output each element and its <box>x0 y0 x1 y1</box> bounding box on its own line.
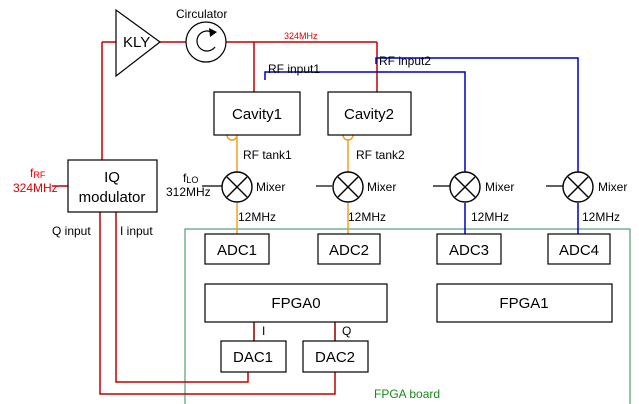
mixer-4 <box>562 171 594 203</box>
f-rf-subscript: RF <box>33 170 45 180</box>
mixer-4-label: Mixer <box>598 180 627 194</box>
adc3-box <box>436 233 502 265</box>
if-label-1: 12MHz <box>238 210 276 224</box>
cavity2-label: Cavity2 <box>344 106 394 123</box>
dac2-box <box>302 340 369 373</box>
adc4-box <box>547 233 611 265</box>
cavity2-box <box>327 91 412 136</box>
mixer-2-label: Mixer <box>367 180 396 194</box>
if-label-4: 12MHz <box>582 210 620 224</box>
fpga0-box <box>204 283 388 323</box>
dac-lines <box>253 322 336 341</box>
if-label-3: 12MHz <box>471 210 509 224</box>
f-lo-symbol: f <box>183 171 187 185</box>
mixer-2 <box>332 171 364 203</box>
fpga1-label: FPGA1 <box>499 295 548 312</box>
q-input-label: Q input <box>52 224 91 238</box>
mixer-1-label: Mixer <box>256 180 285 194</box>
adc2-box <box>317 233 381 265</box>
iq-modulator-box <box>67 159 158 213</box>
drive-lines <box>52 41 378 395</box>
mixer-3-label: Mixer <box>485 180 514 194</box>
fpga-board-outline <box>184 228 631 404</box>
cavity1-label: Cavity1 <box>232 106 282 123</box>
f-rf-value: 324MHz <box>13 181 58 195</box>
adc1-box <box>204 233 270 265</box>
adc1-label: ADC1 <box>217 242 257 259</box>
klystron-amplifier <box>115 8 162 78</box>
dac1-box <box>220 340 287 373</box>
fpga1-box <box>436 283 613 323</box>
iq-modulator-label-line1: IQ <box>104 169 120 186</box>
i-input-label: I input <box>120 224 153 238</box>
f-lo-value: 312MHz <box>166 185 211 199</box>
mixer-3 <box>449 171 481 203</box>
circulator-arrowhead-icon <box>209 28 217 37</box>
adc2-label: ADC2 <box>329 242 369 259</box>
circulator-label: Circulator <box>176 7 227 21</box>
rf-tank1-label: RF tank1 <box>243 148 292 162</box>
i-channel-label: I <box>262 324 265 338</box>
adc4-label: ADC4 <box>559 242 599 259</box>
rf-tank2-label: RF tank2 <box>356 148 405 162</box>
forward-frequency-label: 324MHz <box>284 31 318 41</box>
fpga-board-label: FPGA board <box>374 387 440 401</box>
fpga0-label: FPGA0 <box>271 295 320 312</box>
iq-modulator-label-line2: modulator <box>79 189 146 206</box>
f-lo-subscript: LO <box>186 175 198 185</box>
dac2-label: DAC2 <box>315 349 355 366</box>
if-label-2: 12MHz <box>348 210 386 224</box>
adc3-label: ADC3 <box>449 242 489 259</box>
pickup-lines <box>264 57 579 298</box>
f-lo-label: fLO <box>183 171 198 185</box>
cavity1-box <box>213 91 301 136</box>
rf-input2-label: RF input2 <box>379 54 431 68</box>
klystron-label: KLY <box>123 34 150 51</box>
dac1-label: DAC1 <box>233 349 273 366</box>
circulator-symbol <box>185 21 227 63</box>
q-channel-label: Q <box>342 324 351 338</box>
mixer-1 <box>221 171 253 203</box>
f-rf-symbol: f <box>30 166 34 180</box>
circulator-arrow-icon <box>196 30 216 52</box>
f-rf-label: fRF <box>30 166 46 180</box>
rf-input1-label: RF input1 <box>268 62 320 76</box>
